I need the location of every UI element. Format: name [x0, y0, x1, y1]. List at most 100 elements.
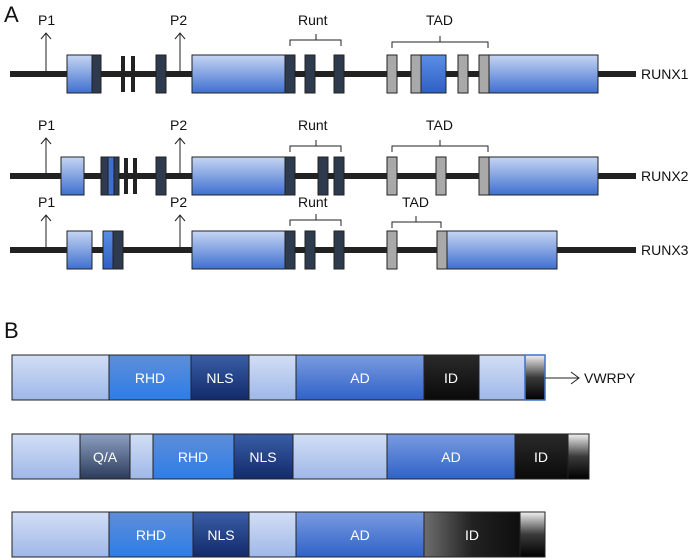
rhd-label: RHD	[178, 449, 208, 465]
exon	[435, 156, 447, 196]
exon	[410, 54, 422, 94]
exon	[488, 54, 599, 94]
nls-label: NLS	[207, 527, 234, 543]
rhd-label: RHD	[135, 370, 165, 386]
exon	[102, 230, 114, 270]
exon	[478, 54, 490, 94]
ad-domain	[386, 433, 516, 480]
gene-runx1: P1 P2 Runt TAD RUNX1	[10, 12, 689, 94]
gap-mark	[133, 158, 137, 194]
tail-region	[567, 433, 590, 480]
runt-label: Runt	[298, 117, 328, 133]
linker-region	[292, 433, 388, 480]
gap-mark	[124, 158, 128, 194]
exon	[488, 156, 599, 196]
linker-region	[248, 354, 297, 401]
exon	[333, 230, 345, 270]
gene-name: RUNX3	[641, 242, 689, 258]
tad-label: TAD	[426, 117, 453, 133]
linker-region	[11, 354, 110, 401]
exon	[478, 156, 490, 196]
id-label: ID	[534, 449, 548, 465]
linker-region	[11, 511, 110, 558]
exon	[284, 54, 296, 94]
promoter-p2-arrow-icon	[174, 32, 186, 40]
nls-label: NLS	[206, 370, 233, 386]
protein-3: RHD NLS AD ID	[11, 511, 546, 558]
id-label: ID	[465, 527, 479, 543]
promoter-p2-arrow-icon	[174, 214, 186, 222]
promoter-p2-label: P2	[170, 194, 187, 210]
tad-label: TAD	[402, 194, 429, 210]
protein-2: Q/A RHD NLS AD ID	[11, 433, 590, 480]
exon	[284, 230, 296, 270]
exon	[304, 54, 316, 94]
panel-b-letter: B	[4, 318, 19, 343]
runt-bracket	[289, 140, 342, 152]
linker-region	[11, 433, 81, 480]
ad-label: AD	[441, 449, 460, 465]
exon	[317, 156, 329, 196]
promoter-p1-label: P1	[38, 194, 55, 210]
exon	[155, 54, 167, 94]
ad-label: AD	[350, 370, 369, 386]
exon	[107, 156, 115, 196]
exon	[386, 156, 398, 196]
linker-region	[129, 433, 154, 480]
exon	[191, 230, 286, 270]
exon	[191, 156, 286, 196]
runt-label: Runt	[298, 194, 328, 210]
id-domain	[514, 433, 569, 480]
exon	[112, 230, 124, 270]
exon	[155, 156, 167, 196]
tad-bracket	[391, 36, 489, 48]
exon	[100, 156, 109, 196]
promoter-p1-label: P1	[38, 117, 55, 133]
runt-label: Runt	[298, 12, 328, 28]
qa-label: Q/A	[93, 449, 118, 465]
gene-runx3: P1 P2 Runt TAD RUNX3	[10, 194, 689, 270]
exon	[333, 156, 345, 196]
panel-a-letter: A	[4, 2, 19, 27]
tail-region	[519, 511, 546, 558]
gene-name: RUNX1	[641, 66, 689, 82]
exon	[457, 54, 469, 94]
exon	[420, 54, 447, 94]
linker-region	[478, 354, 526, 401]
exon	[304, 230, 316, 270]
exon	[446, 230, 558, 270]
gap-mark	[121, 56, 125, 92]
motif-label: VWRPY	[584, 370, 636, 386]
protein-1: RHD NLS AD ID VWRPY	[11, 354, 636, 401]
gene-runx2: P1 P2 Runt TAD RUNX2	[10, 117, 689, 196]
promoter-p1-arrow-icon	[40, 32, 52, 40]
id-label: ID	[444, 370, 458, 386]
exon	[66, 54, 93, 94]
nls-label: NLS	[249, 449, 276, 465]
runt-bracket	[289, 214, 342, 226]
exon	[386, 230, 398, 270]
exon	[284, 156, 296, 196]
rhd-domain	[108, 354, 192, 401]
tad-label: TAD	[426, 12, 453, 28]
ad-domain	[295, 354, 425, 401]
rhd-domain	[108, 511, 194, 558]
exon	[91, 54, 102, 94]
nls-domain	[192, 511, 250, 558]
linker-region	[248, 511, 297, 558]
nls-domain	[233, 433, 294, 480]
exon	[60, 156, 85, 196]
motif-arrow-icon	[570, 371, 580, 385]
runt-bracket	[289, 34, 342, 46]
exon	[333, 54, 345, 94]
promoter-p1-arrow-icon	[40, 137, 52, 145]
rhd-label: RHD	[136, 527, 166, 543]
exon	[113, 156, 120, 196]
promoter-p1-label: P1	[38, 12, 55, 28]
tad-bracket	[391, 216, 442, 228]
promoter-p1-arrow-icon	[40, 214, 52, 222]
vwrpy-motif	[524, 354, 546, 401]
promoter-p2-label: P2	[170, 117, 187, 133]
gap-mark	[131, 56, 135, 92]
